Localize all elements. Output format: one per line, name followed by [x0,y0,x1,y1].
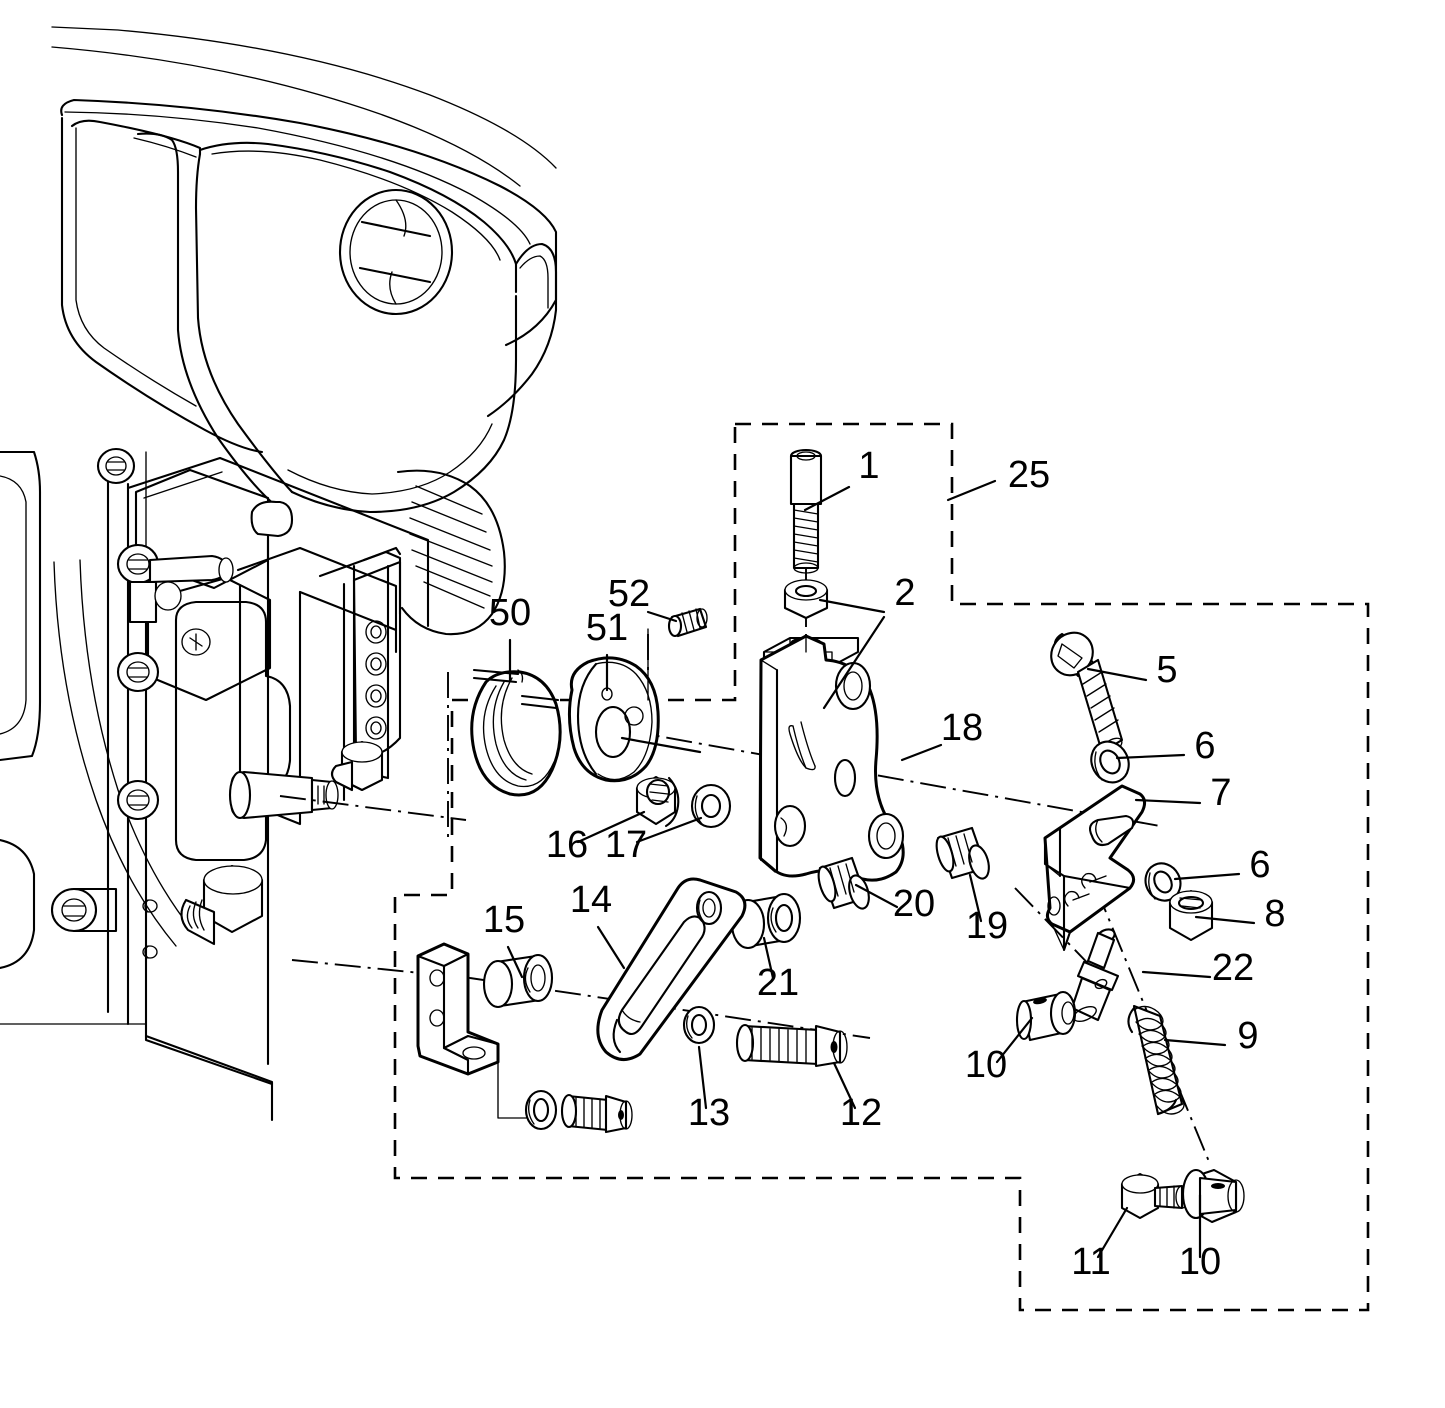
callout-label-1: 1 [858,445,879,487]
screw-19 [935,826,990,880]
leader-line-14 [596,925,626,970]
cam-51 [567,656,702,783]
leader-line-17 [635,816,703,844]
screw-20 [817,856,870,910]
leader-line-6b [1173,872,1241,881]
socket-screw-5 [1050,631,1124,755]
washer-small-lower [524,1089,558,1131]
callout-label-9: 9 [1237,1015,1258,1057]
callout-label-6a: 6 [1194,725,1215,767]
callout-label-6b: 6 [1249,844,1270,886]
callout-label-19: 19 [966,905,1008,947]
bracket-l-15 [416,942,500,1076]
nut-8 [1168,889,1214,942]
leader-line-12 [832,1061,857,1110]
nut-16 [635,775,680,828]
washer-13 [682,1005,716,1045]
leader-line-8 [1194,915,1256,925]
pin-22 [1070,928,1120,1023]
screw-1 [789,448,823,574]
leader-line-22 [1141,970,1212,979]
callout-label-52: 52 [608,573,650,615]
hex-bolt [330,740,384,792]
leader-line-9 [1163,1038,1227,1047]
callout-label-22: 22 [1212,947,1254,989]
stud-10-bottom [1181,1168,1245,1224]
screw-11 [1120,1172,1189,1220]
frame-screw [116,779,160,821]
leader-line-15 [506,945,524,979]
callout-label-17: 17 [605,824,647,866]
leader-line-25 [946,479,997,502]
callout-label-11: 11 [1071,1241,1110,1283]
callout-label-10b: 10 [1179,1241,1221,1283]
callout-label-5: 5 [1156,649,1177,691]
callout-label-25: 25 [1008,454,1050,496]
washer-6-upper [1090,740,1130,784]
leader-line-11 [1096,1206,1129,1259]
callout-label-14: 14 [570,879,612,921]
frame-screw [96,447,136,485]
callout-label-10a: 10 [965,1044,1007,1086]
callout-label-18: 18 [941,707,983,749]
spacer-15 [482,953,554,1009]
callout-leaders [506,479,1256,1259]
leader-line-16 [576,810,646,844]
leader-line-13 [697,1045,708,1110]
callout-label-21: 21 [757,962,799,1004]
leader-line-2b [822,615,886,710]
washer-6-lower [1144,862,1182,902]
callout-label-51: 51 [586,607,628,649]
leader-line-10a [995,1016,1034,1064]
plate-7 [1043,784,1147,952]
spring-9 [1127,1004,1185,1116]
bracket-18 [758,634,905,882]
hex-nut-large [180,864,264,946]
leader-line-6a [1115,753,1186,760]
callout-label-2: 2 [894,572,915,614]
leader-line-21 [762,936,775,980]
washer-17 [690,783,732,829]
frame-screw [116,651,160,693]
leader-line-19 [968,873,983,923]
screw-12 [735,1023,848,1068]
stud-10-mid [1015,990,1077,1042]
callout-label-50: 50 [489,592,531,634]
leader-line-1 [803,485,851,512]
dashed-group-boundary [393,422,1370,1312]
retaining-ring-50 [470,668,562,797]
callout-label-12: 12 [840,1092,882,1134]
machine-body-group [0,26,558,1122]
frame-screw [50,887,118,933]
callout-label-8: 8 [1264,893,1285,935]
callout-label-7: 7 [1210,772,1231,814]
callout-label-20: 20 [893,883,935,925]
nut-2-upper [783,578,829,620]
lifter-shaft [228,770,339,820]
set-screw-52 [647,607,708,701]
leader-line-5 [1086,667,1148,682]
screw-small-lower [497,1049,633,1134]
callout-label-15: 15 [483,899,525,941]
leader-line-18 [900,743,943,762]
leader-line-2 [818,598,886,614]
lever-14 [596,877,747,1061]
callout-label-13: 13 [688,1092,730,1134]
callout-label-16: 16 [546,824,588,866]
leader-line-20 [854,883,899,909]
leader-line-7 [1134,798,1202,805]
leader-line-52 [646,610,678,623]
